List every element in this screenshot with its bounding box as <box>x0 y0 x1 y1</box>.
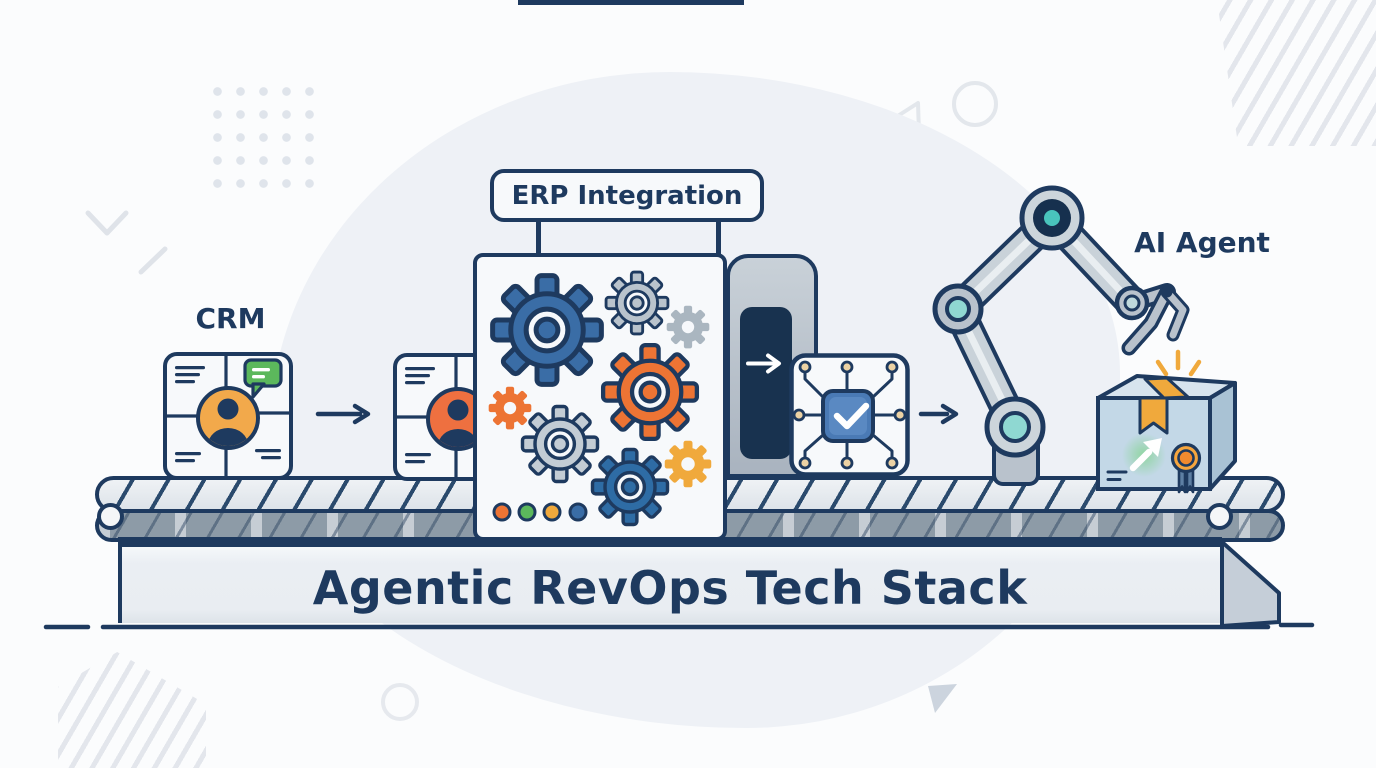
erp-connector-right <box>716 222 721 257</box>
erp-label: ERP Integration <box>511 180 743 211</box>
flow-arrow-1 <box>315 403 371 425</box>
robot-elbow-joint <box>932 283 984 335</box>
gear-cluster <box>488 270 712 527</box>
crm-label: CRM <box>195 302 266 335</box>
ai-agent-label: AI Agent <box>1134 226 1270 259</box>
package-box <box>1096 349 1237 494</box>
box-label-lines <box>1106 470 1128 481</box>
dot-grid-decor <box>206 80 322 194</box>
erp-label-box: ERP Integration <box>490 169 764 222</box>
box-right-face <box>1208 381 1237 491</box>
conveyor-base <box>118 547 1222 623</box>
tower-screen <box>740 307 792 459</box>
erp-connector-left <box>536 222 541 257</box>
slash-decor <box>138 246 168 275</box>
gear-icon-small-amber <box>664 440 712 488</box>
circle-outline-decor <box>952 81 998 127</box>
circuit-chip-card <box>789 353 910 477</box>
conveyor-roller-right <box>1206 503 1233 530</box>
robot-wrist-joint <box>1114 285 1150 321</box>
upward-arrow-icon <box>1129 438 1162 472</box>
base-side-3d <box>1220 540 1281 628</box>
checkmark-icon <box>833 402 870 430</box>
gear-icon-blue-bottom <box>590 447 670 527</box>
box-tape-front <box>1138 396 1169 435</box>
gear-icon-small-orange <box>488 386 532 430</box>
conveyor-base-edge <box>118 537 1222 547</box>
sparkle-icon <box>1155 349 1202 377</box>
box-tape-top <box>1143 376 1190 400</box>
gear-icon-gray-top <box>604 270 670 336</box>
gear-icon-blue-large <box>493 276 602 385</box>
chevron-decor <box>85 210 129 236</box>
tower-arrow-icon <box>746 353 781 374</box>
diagonal-stripes-top-right <box>1216 0 1376 146</box>
award-ribbon-icon <box>1170 442 1202 494</box>
status-dots <box>492 502 588 522</box>
gear-icon-small-gray <box>666 305 710 349</box>
crm-documents <box>160 348 530 488</box>
robot-arm <box>932 185 1190 486</box>
flow-arrow-2 <box>918 403 959 425</box>
conveyor-roller-left <box>97 503 124 530</box>
top-accent-bar <box>518 0 744 5</box>
page-title: Agentic RevOps Tech Stack <box>312 561 1028 615</box>
gear-icon-orange-large <box>603 345 697 439</box>
gear-icon-gray-bottom <box>520 404 600 484</box>
robot-top-joint <box>1019 185 1085 251</box>
circle-outline-decor-bottom <box>381 683 419 721</box>
triangle-filled-decor <box>928 684 957 713</box>
crm-document-card <box>165 354 291 478</box>
robot-shoulder-joint <box>984 396 1046 458</box>
circuit-nodes <box>792 360 907 470</box>
